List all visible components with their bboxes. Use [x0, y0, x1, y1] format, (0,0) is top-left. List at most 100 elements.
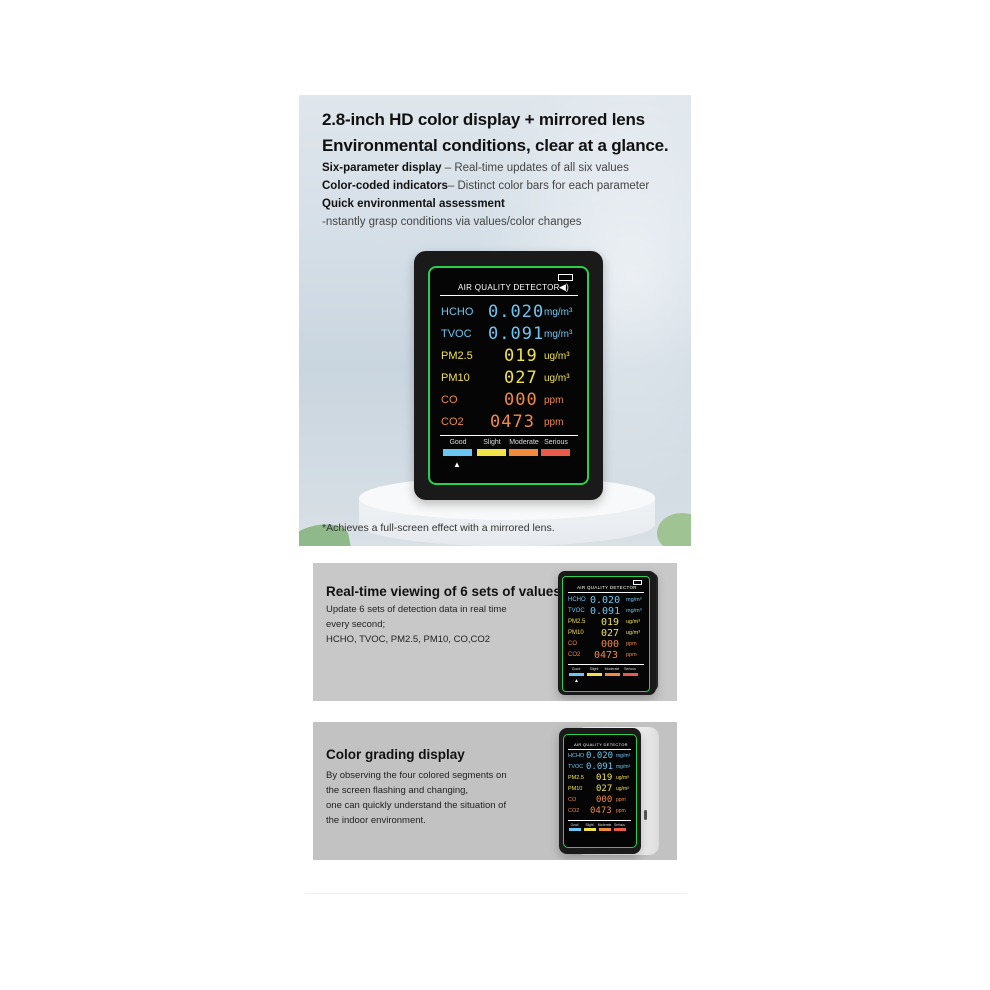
realtime-panel: Real-time viewing of 6 sets of values Up…: [313, 563, 677, 701]
color-grading-panel: Color grading display By observing the f…: [313, 722, 677, 860]
reading-label: CO: [568, 641, 577, 647]
reading-value: 027: [596, 784, 613, 794]
reading-unit: mg/m³: [616, 753, 631, 759]
feature-line: Six-parameter display – Real-time update…: [322, 162, 629, 174]
reading-label: CO2: [568, 652, 581, 658]
divider: [440, 435, 578, 436]
air-quality-detector-device: AIR QUALITY DETECTOR HCHO 0.020 mg/m³ TV…: [558, 571, 656, 695]
device-screen: AIR QUALITY DETECTOR HCHO 0.020 mg/m³ TV…: [562, 576, 650, 692]
reading-unit: ug/m³: [626, 630, 641, 636]
reading-value: 0.091: [590, 606, 621, 617]
reading-value: 0.091: [488, 324, 545, 344]
level-bar-slight: [477, 449, 506, 456]
reading-value: 000: [504, 390, 538, 410]
reading-unit: ppm: [544, 417, 564, 428]
reading-label: HCHO: [568, 597, 586, 603]
divider: [568, 592, 644, 593]
reading-unit: ug/m³: [616, 786, 629, 792]
hero-panel: 2.8-inch HD color display + mirrored len…: [299, 95, 691, 546]
feature-line: Color-coded indicators– Distinct color b…: [322, 180, 650, 192]
level-label: Good: [570, 823, 579, 827]
reading-label: TVOC: [568, 764, 584, 770]
reading-unit: mg/m³: [544, 329, 573, 340]
level-bar-good: [443, 449, 472, 456]
level-label: Moderate: [604, 667, 620, 671]
level-label: Good: [449, 439, 467, 446]
reading-value: 0.020: [590, 595, 621, 606]
level-bar-slight: [584, 828, 596, 831]
reading-label: PM10: [568, 630, 584, 636]
reading-unit: ppm: [616, 797, 626, 803]
level-bar-serious: [541, 449, 570, 456]
reading-label: PM2.5: [568, 619, 586, 625]
reading-label: CO2: [568, 808, 580, 814]
air-quality-detector-device: ◀) AIR QUALITY DETECTOR HCHO 0.020 mg/m³…: [414, 251, 603, 500]
reading-label: PM10: [441, 372, 470, 384]
screen-title: AIR QUALITY DETECTOR: [577, 585, 637, 590]
footnote: *Achieves a full-screen effect with a mi…: [322, 522, 555, 534]
hero-title-line2: Environmental conditions, clear at a gla…: [322, 136, 669, 155]
level-label: Serious: [544, 439, 568, 446]
reading-unit: mg/m³: [544, 307, 573, 318]
level-label: Moderate: [597, 823, 612, 827]
panel-text: one can quickly understand the situation…: [326, 800, 507, 811]
level-bar-moderate: [605, 673, 620, 676]
reading-label: CO: [441, 394, 458, 406]
reading-unit: ug/m³: [616, 775, 629, 781]
divider: [568, 664, 644, 665]
hero-title-line1: 2.8-inch HD color display + mirrored len…: [322, 110, 645, 129]
reading-value: 019: [601, 617, 620, 628]
level-label: Good: [571, 667, 581, 671]
reading-value: 027: [504, 368, 538, 388]
level-bar-good: [569, 673, 584, 676]
reading-value: 0.091: [586, 762, 614, 772]
reading-label: CO: [568, 797, 577, 803]
reading-label: CO2: [441, 416, 464, 428]
level-bar-moderate: [509, 449, 538, 456]
level-pointer-icon: ▲: [574, 678, 579, 684]
reading-label: HCHO: [568, 753, 585, 759]
level-bar-serious: [623, 673, 638, 676]
reading-label: PM10: [568, 786, 583, 792]
reading-unit: mg/m³: [626, 597, 642, 603]
level-bar-serious: [614, 828, 626, 831]
reading-label: PM2.5: [568, 775, 584, 781]
reading-value: 027: [601, 628, 620, 639]
level-bar-moderate: [599, 828, 611, 831]
level-label: Slight: [589, 667, 599, 671]
panel-text: the screen flashing and changing,: [326, 785, 469, 796]
air-quality-detector-device: AIR QUALITY DETECTOR HCHO 0.020 mg/m³ TV…: [559, 728, 641, 854]
panel-text: Update 6 sets of detection data in real …: [326, 604, 507, 615]
reading-unit: ppm: [616, 808, 626, 814]
device-screen: ◀) AIR QUALITY DETECTOR HCHO 0.020 mg/m³…: [428, 266, 589, 485]
screen-title: AIR QUALITY DETECTOR: [574, 742, 628, 747]
battery-icon: [633, 580, 642, 585]
feature-line: Quick environmental assessment: [322, 198, 505, 210]
panel-text: the indoor environment.: [326, 815, 426, 826]
level-label: Serious: [624, 667, 636, 671]
reading-value: 0.020: [488, 302, 545, 322]
feature-line: -nstantly grasp conditions via values/co…: [322, 216, 582, 228]
level-bar-slight: [587, 673, 602, 676]
device-screen: AIR QUALITY DETECTOR HCHO 0.020 mg/m³ TV…: [563, 734, 637, 848]
level-label: Serious: [614, 823, 625, 827]
panel-text: HCHO, TVOC, PM2.5, PM10, CO,CO2: [326, 634, 491, 645]
divider: [305, 893, 687, 894]
reading-unit: ug/m³: [544, 373, 570, 384]
reading-unit: ug/m³: [544, 351, 570, 362]
reading-value: 0.020: [586, 751, 614, 761]
reading-value: 000: [601, 639, 620, 650]
screen-title: AIR QUALITY DETECTOR: [458, 283, 560, 292]
reading-unit: ppm: [626, 652, 637, 658]
level-bar-good: [569, 828, 581, 831]
level-label: Moderate: [509, 439, 539, 446]
reading-unit: ug/m³: [626, 619, 641, 625]
reading-label: PM2.5: [441, 350, 473, 362]
reading-value: 0473: [590, 806, 612, 816]
reading-label: TVOC: [441, 328, 472, 340]
level-pointer-icon: ▲: [453, 460, 461, 469]
panel-text: By observing the four colored segments o…: [326, 770, 507, 781]
divider: [440, 295, 578, 296]
divider: [568, 820, 631, 821]
reading-unit: mg/m³: [616, 764, 631, 770]
